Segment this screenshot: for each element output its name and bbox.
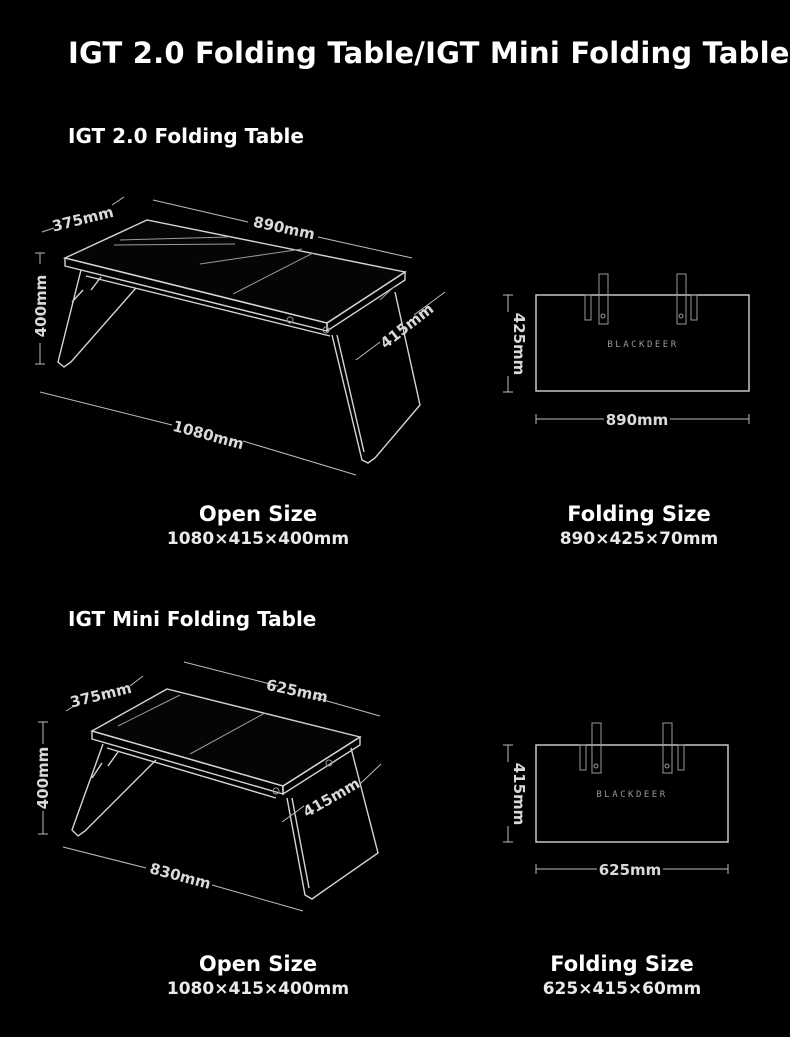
mini-depth-label: 375mm xyxy=(68,679,133,712)
mini-folded-drawing: BLACKDEER xyxy=(503,722,729,874)
mini-open-size-value: 1080×415×400mm xyxy=(166,979,350,999)
igt2-folding-size-caption: Folding Size 890×425×70mm xyxy=(539,501,739,551)
igt2-folded-width-label: 890mm xyxy=(606,411,669,429)
mini-folding-size-caption: Folding Size 625×415×60mm xyxy=(522,951,722,1001)
mini-folded-width-label: 625mm xyxy=(599,861,662,879)
mini-right-leg xyxy=(286,747,379,900)
mini-open-table-drawing xyxy=(71,688,379,900)
igt2-open-size-caption: Open Size 1080×415×400mm xyxy=(158,501,358,551)
mini-open-size-caption: Open Size 1080×415×400mm xyxy=(158,951,358,1001)
igt2-depth-label: 375mm xyxy=(50,203,115,236)
mini-left-leg xyxy=(71,743,157,837)
mini-brand-logo: BLACKDEER xyxy=(596,790,667,800)
igt2-left-leg xyxy=(57,269,137,368)
mini-folded-height-label: 415mm xyxy=(510,763,528,826)
mini-height-label: 400mm xyxy=(34,747,52,810)
igt2-folded-height-label: 425mm xyxy=(510,313,528,376)
mini-open-size-label: Open Size xyxy=(198,952,318,976)
mini-dimension-lines xyxy=(38,661,382,912)
igt2-folded-drawing: BLACKDEER xyxy=(503,273,750,424)
igt2-folding-size-label: Folding Size xyxy=(567,502,711,526)
igt2-height-label: 400mm xyxy=(32,275,50,338)
igt2-folding-size-value: 890×425×70mm xyxy=(559,529,719,549)
igt2-dimension-lines xyxy=(35,196,446,476)
igt2-open-table-drawing xyxy=(57,219,421,464)
mini-leg-depth-label: 415mm xyxy=(300,774,363,821)
igt2-open-size-value: 1080×415×400mm xyxy=(166,529,350,549)
mini-folding-size-value: 625×415×60mm xyxy=(542,979,702,999)
section-title-igt-mini: IGT Mini Folding Table xyxy=(68,607,317,631)
igt2-width-label: 890mm xyxy=(252,213,317,244)
section-title-igt-2: IGT 2.0 Folding Table xyxy=(68,124,304,148)
page-title: IGT 2.0 Folding Table/IGT Mini Folding T… xyxy=(68,36,790,70)
igt2-open-size-label: Open Size xyxy=(198,502,318,526)
mini-folding-size-label: Folding Size xyxy=(550,952,694,976)
igt2-brand-logo: BLACKDEER xyxy=(607,340,678,350)
igt2-length-label: 1080mm xyxy=(171,417,246,453)
mini-width-label: 625mm xyxy=(265,676,330,707)
mini-length-label: 830mm xyxy=(148,859,213,893)
igt2-right-leg xyxy=(331,291,421,464)
